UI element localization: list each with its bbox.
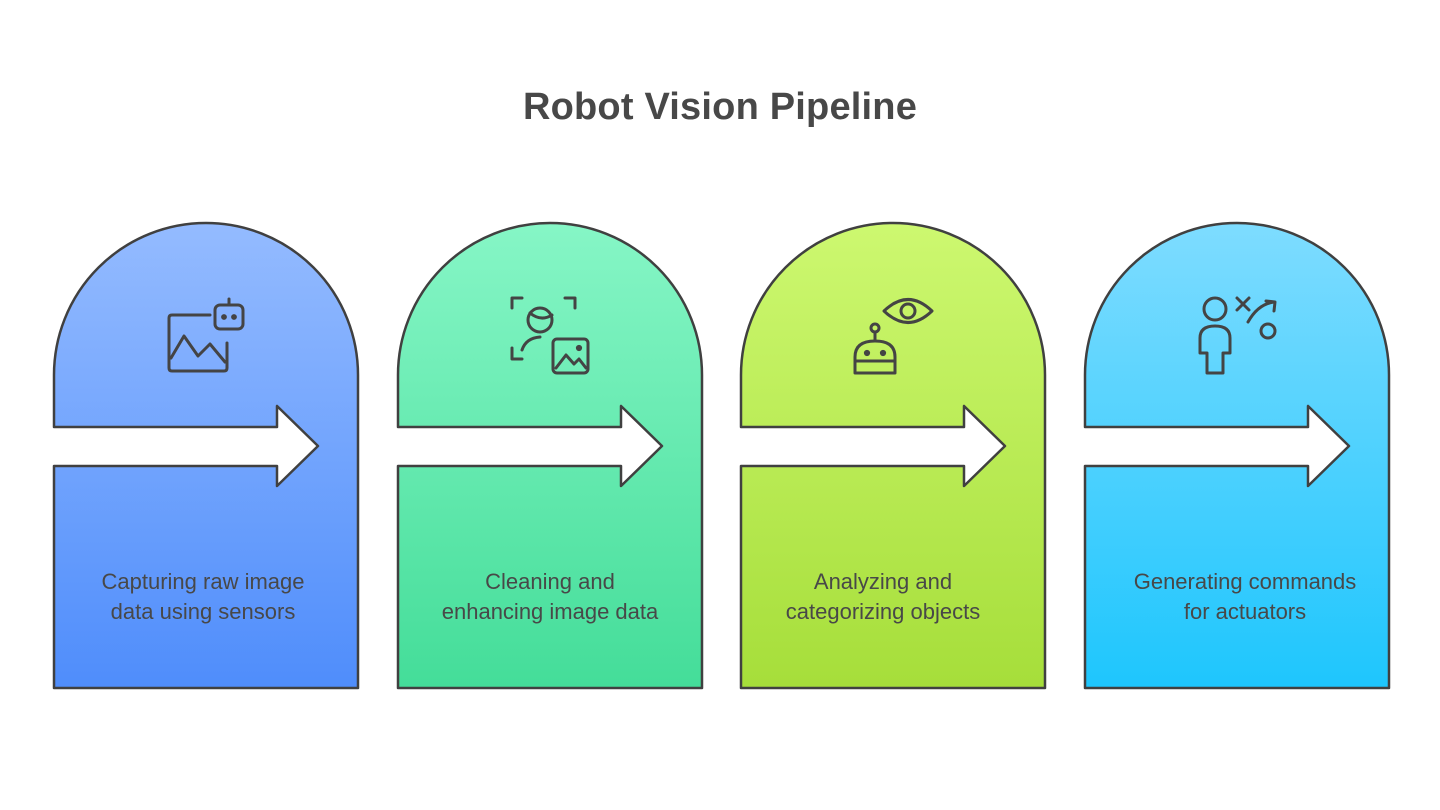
image-robot-icon: [167, 297, 245, 373]
step-2-line-2: enhancing image data: [441, 599, 659, 624]
step-1-line-1: Capturing raw image: [101, 569, 305, 594]
step-2-shape: [396, 221, 704, 690]
step-4-shape: [1083, 221, 1391, 690]
person-strategy-icon: [1198, 296, 1277, 375]
step-1-shape: [52, 221, 360, 690]
step-4-line-1: Generating commands: [1133, 569, 1357, 594]
step-3-shape: [739, 221, 1047, 690]
step-3-description: Analyzing and categorizing objects: [733, 567, 1033, 627]
step-1-line-2: data using sensors: [110, 599, 296, 624]
robot-eye-icon: [853, 298, 934, 375]
step-3-line-1: Analyzing and: [813, 569, 953, 594]
step-3-line-2: categorizing objects: [785, 599, 981, 624]
step-4-card: [1083, 221, 1391, 690]
step-3-card: [739, 221, 1047, 690]
step-4-description: Generating commands for actuators: [1095, 567, 1395, 627]
diagram-title: Robot Vision Pipeline: [522, 86, 918, 128]
step-1-card: [52, 221, 360, 690]
step-2-line-1: Cleaning and: [485, 569, 615, 594]
step-4-line-2: for actuators: [1183, 599, 1307, 624]
person-image-scan-icon: [510, 296, 590, 375]
step-2-description: Cleaning and enhancing image data: [400, 567, 700, 627]
step-1-description: Capturing raw image data using sensors: [53, 567, 353, 627]
step-2-card: [396, 221, 704, 690]
